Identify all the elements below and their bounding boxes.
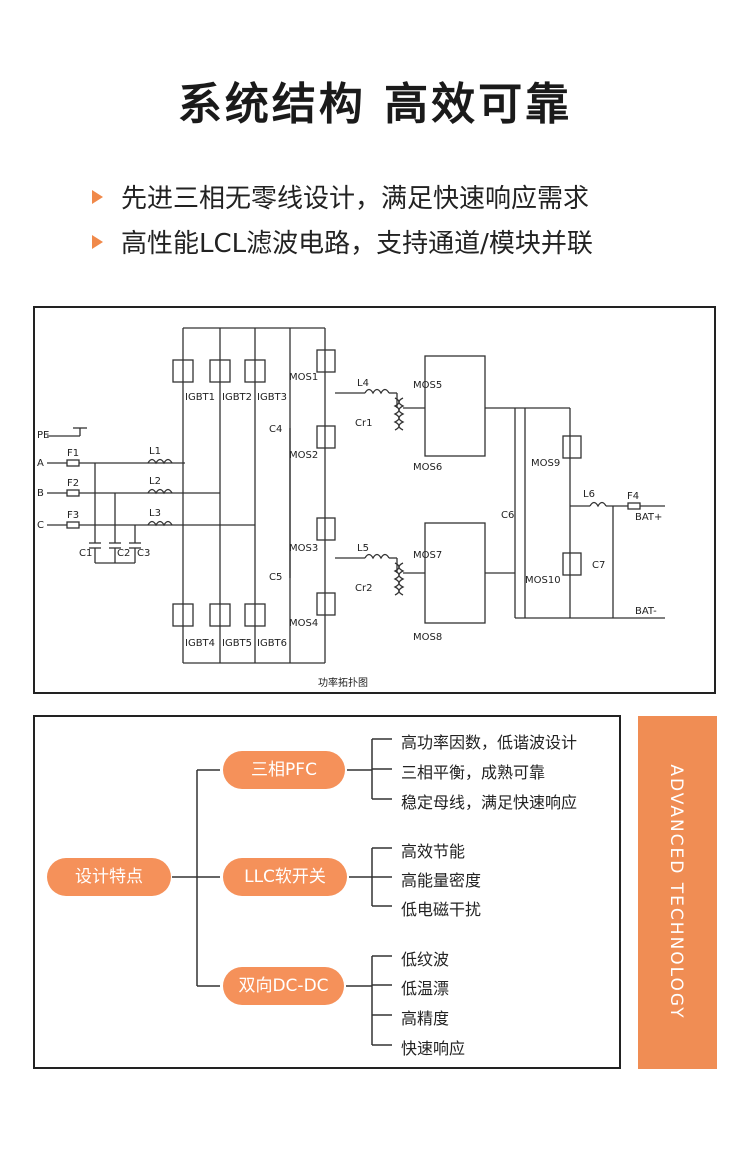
label-c4: C4 [269,424,282,435]
power-topology-diagram: PE A B C F1 F2 F3 F4 L1 L2 L3 L4 L5 L6 C… [37,327,665,689]
label-c2: C2 [117,548,130,559]
label-igbt1: IGBT1 [185,392,215,403]
label-a: A [37,458,44,469]
leaf-item: 高功率因数，低谐波设计 [401,733,578,752]
label-c3: C3 [137,548,150,559]
leaf-item: 低温漂 [401,979,450,998]
label-mos10: MOS10 [525,575,561,586]
feature-tree-lines [172,738,392,1046]
bullet-item: 先进三相无零线设计，满足快速响应需求 [92,178,589,215]
label-c6: C6 [501,510,514,521]
label-l3: L3 [149,508,161,519]
label-l5: L5 [357,543,369,554]
label-l6: L6 [583,489,595,500]
label-f4: F4 [627,491,639,502]
advanced-technology-panel [638,716,717,1069]
label-c7: C7 [592,560,605,571]
bullet-text: 高性能LCL滤波电路，支持通道/模块并联 [121,229,593,259]
label-f2: F2 [67,478,79,489]
label-mos7: MOS7 [413,550,442,561]
leaf-item: 高能量密度 [401,871,482,890]
bullet-item: 高性能LCL滤波电路，支持通道/模块并联 [92,223,593,260]
label-igbt5: IGBT5 [222,638,252,649]
label-bat-plus: BAT+ [635,512,662,523]
bullet-text: 先进三相无零线设计，满足快速响应需求 [121,184,590,214]
label-l4: L4 [357,378,369,389]
label-cr1: Cr1 [355,418,372,429]
group-pill-pfc: 三相PFC [223,751,345,789]
triangle-bullet-icon [92,234,103,249]
advanced-technology-text: ADVANCED TECHNOLOGY [666,764,686,1020]
leaf-item: 高精度 [401,1009,450,1028]
label-bat-minus: BAT- [635,606,657,617]
label-cr2: Cr2 [355,583,372,594]
label-c: C [37,520,44,531]
label-mos3: MOS3 [289,543,318,554]
label-l1: L1 [149,446,161,457]
label-c5: C5 [269,572,282,583]
label-l2: L2 [149,476,161,487]
label-mos1: MOS1 [289,372,318,383]
label-mos2: MOS2 [289,450,318,461]
leaf-item: 低纹波 [401,950,450,969]
label-mos6: MOS6 [413,462,442,473]
leaf-item: 低电磁干扰 [401,900,482,919]
label-pe: PE [37,430,49,441]
label-igbt3: IGBT3 [257,392,287,403]
group-pill-dcdc: 双向DC-DC [223,967,344,1005]
label-mos9: MOS9 [531,458,560,469]
label-mos5: MOS5 [413,380,442,391]
label-b: B [37,488,44,499]
page-title: 系统结构 高效可靠 [177,79,573,130]
root-pill: 设计特点 [47,858,171,896]
features-frame: 设计特点 三相PFC LLC软开关 双向DC-DC 高功率因数，低谐波设计 三相… [33,715,621,1069]
circuit-diagram-frame: PE A B C F1 F2 F3 F4 L1 L2 L3 L4 L5 L6 C… [33,306,716,694]
label-mos8: MOS8 [413,632,442,643]
label-c1: C1 [79,548,92,559]
leaf-item: 三相平衡，成熟可靠 [401,763,546,782]
triangle-bullet-icon [92,189,103,204]
label-igbt6: IGBT6 [257,638,287,649]
label-igbt4: IGBT4 [185,638,215,649]
label-igbt2: IGBT2 [222,392,252,403]
leaf-item: 高效节能 [401,842,466,861]
leaf-item: 稳定母线，满足快速响应 [401,793,578,812]
label-mos4: MOS4 [289,618,318,629]
diagram-caption: 功率拓扑图 [318,676,368,689]
label-f3: F3 [67,510,79,521]
group-pill-llc: LLC软开关 [223,858,347,896]
label-f1: F1 [67,448,79,459]
leaf-item: 快速响应 [401,1039,466,1058]
